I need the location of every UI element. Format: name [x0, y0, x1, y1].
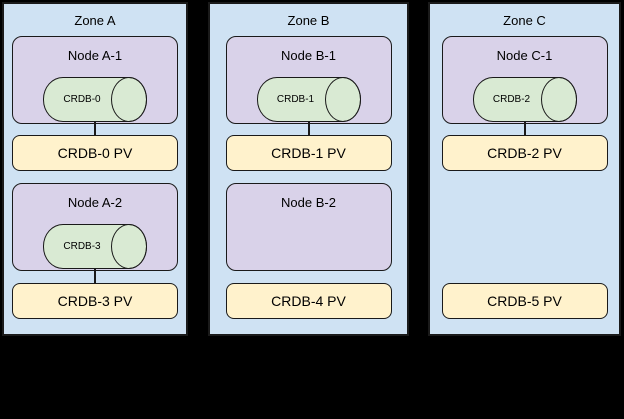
zone-a: Zone A Node A-1 CRDB-0 CRDB-0 PV Node A-…	[2, 2, 188, 336]
crdb-1-pod-cylinder: CRDB-1	[256, 77, 361, 122]
node-a2: Node A-2 CRDB-3	[12, 183, 178, 271]
connector-node-a1-to-pv	[94, 121, 96, 135]
node-b1: Node B-1 CRDB-1	[225, 36, 392, 124]
crdb-0-pod-cylinder: CRDB-0	[43, 77, 147, 122]
cylinder-cap-icon	[540, 77, 577, 122]
zone-c: Zone C Node C-1 CRDB-2 CRDB-2 PV CRDB-5 …	[428, 2, 621, 336]
pv-crdb-5: CRDB-5 PV	[441, 283, 608, 319]
node-a1-title: Node A-1	[67, 48, 123, 63]
node-b1-title: Node B-1	[281, 48, 336, 63]
pv-crdb-5-label: CRDB-5 PV	[487, 293, 562, 309]
node-c1: Node C-1 CRDB-2	[441, 36, 608, 124]
zone-b-title: Zone B	[287, 13, 330, 28]
node-c1-title: Node C-1	[496, 48, 553, 63]
node-b2-empty: Node B-2	[225, 183, 392, 271]
pv-crdb-3: CRDB-3 PV	[12, 283, 178, 319]
crdb-2-pod-cylinder: CRDB-2	[472, 77, 577, 122]
zone-c-title: Zone C	[503, 13, 546, 28]
pv-crdb-1-label: CRDB-1 PV	[271, 145, 346, 161]
pv-crdb-0-label: CRDB-0 PV	[57, 145, 133, 161]
pv-crdb-0: CRDB-0 PV	[12, 135, 178, 171]
crdb-1-pod-label: CRDB-1	[276, 94, 315, 105]
node-a2-title: Node A-2	[67, 195, 123, 210]
node-b2-title: Node B-2	[281, 195, 336, 210]
crdb-3-pod-cylinder: CRDB-3	[43, 224, 147, 269]
cylinder-cap-icon	[324, 77, 361, 122]
pv-crdb-3-label: CRDB-3 PV	[57, 293, 133, 309]
pv-crdb-1: CRDB-1 PV	[225, 135, 392, 171]
cylinder-cap-icon	[111, 77, 147, 122]
pv-crdb-2-label: CRDB-2 PV	[487, 145, 562, 161]
zone-a-title: Zone A	[74, 13, 116, 28]
cylinder-cap-icon	[111, 224, 147, 269]
zone-b: Zone B Node B-1 CRDB-1 CRDB-1 PV Node B-…	[208, 2, 409, 336]
pv-crdb-2: CRDB-2 PV	[441, 135, 608, 171]
crdb-2-pod-label: CRDB-2	[492, 94, 531, 105]
crdb-3-pod-label: CRDB-3	[63, 241, 101, 252]
connector-node-c1-to-pv	[523, 121, 526, 135]
crdb-0-pod-label: CRDB-0	[63, 94, 101, 105]
connector-node-b1-to-pv	[307, 121, 310, 135]
node-a1: Node A-1 CRDB-0	[12, 36, 178, 124]
connector-node-a2-to-pv	[94, 268, 96, 283]
pv-crdb-4-label: CRDB-4 PV	[271, 293, 346, 309]
pv-crdb-4: CRDB-4 PV	[225, 283, 392, 319]
